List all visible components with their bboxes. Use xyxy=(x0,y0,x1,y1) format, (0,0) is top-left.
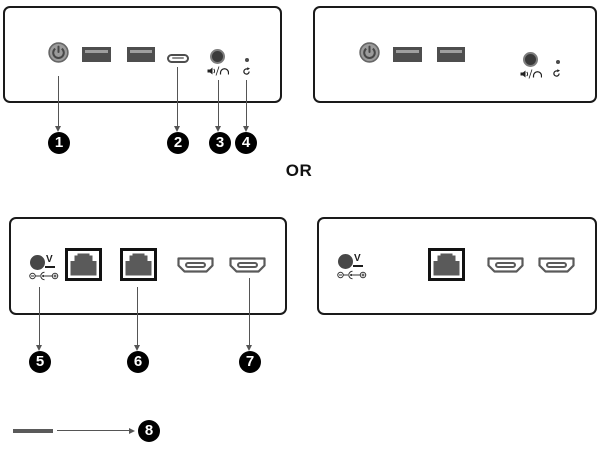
callout-arrow-1 xyxy=(55,126,61,132)
usb-c-port xyxy=(167,54,189,63)
reset-pinhole xyxy=(245,58,249,62)
reset-pinhole xyxy=(556,60,560,64)
callout-4: 4 xyxy=(235,132,257,154)
callout-line-8 xyxy=(57,430,129,431)
power-button-icon xyxy=(359,42,380,63)
callout-line-5 xyxy=(39,287,40,345)
hdmi-port xyxy=(177,257,214,273)
callout-arrow-7 xyxy=(246,345,252,351)
voltage-label: V xyxy=(46,254,53,265)
dc-symbol-line xyxy=(45,266,55,268)
dc-symbol-line xyxy=(353,265,363,267)
callout-line-4 xyxy=(246,80,247,126)
hdmi-port xyxy=(538,257,575,273)
power-button-icon xyxy=(48,42,69,63)
callout-arrow-2 xyxy=(174,126,180,132)
callout-line-7 xyxy=(249,278,250,345)
callout-line-1 xyxy=(58,76,59,126)
front-panel-variant-2 xyxy=(313,6,597,103)
callout-arrow-6 xyxy=(134,345,140,351)
hdmi-port xyxy=(487,257,524,273)
callout-line-6 xyxy=(137,287,138,345)
usb-a-port xyxy=(127,47,155,62)
usb-a-port xyxy=(82,47,111,62)
headset-jack xyxy=(523,52,538,67)
usb-a-port xyxy=(437,47,465,62)
callout-3: 3 xyxy=(209,132,231,154)
headset-speaker-icon xyxy=(207,66,229,76)
reset-icon xyxy=(243,67,250,75)
usb-a-port xyxy=(393,47,422,62)
callout-6: 6 xyxy=(127,351,149,373)
headset-jack xyxy=(210,49,225,64)
headset-speaker-icon xyxy=(520,69,542,79)
polarity-icon xyxy=(29,271,59,281)
reset-icon xyxy=(553,69,560,77)
ethernet-port xyxy=(65,248,102,281)
callout-arrow-5 xyxy=(36,345,42,351)
ethernet-port xyxy=(120,248,157,281)
or-label: OR xyxy=(285,161,313,180)
callout-5: 5 xyxy=(29,351,51,373)
polarity-icon xyxy=(337,270,367,280)
dc-in-jack xyxy=(338,254,353,269)
side-slot-bar xyxy=(13,429,53,433)
rear-panel-variant-1: V xyxy=(9,217,287,315)
dc-in-jack xyxy=(30,255,45,270)
callout-1: 1 xyxy=(48,132,70,154)
callout-2: 2 xyxy=(167,132,189,154)
callout-7: 7 xyxy=(239,351,261,373)
callout-arrow-3 xyxy=(215,126,221,132)
callout-8: 8 xyxy=(138,420,160,442)
callout-arrow-8 xyxy=(129,428,135,434)
callout-line-3 xyxy=(218,80,219,126)
rear-panel-variant-2: V xyxy=(317,217,597,315)
callout-line-2 xyxy=(177,67,178,126)
ethernet-port xyxy=(428,248,465,281)
hdmi-port xyxy=(229,257,266,273)
front-panel-variant-1 xyxy=(3,6,282,103)
voltage-label: V xyxy=(354,253,361,264)
callout-arrow-4 xyxy=(243,126,249,132)
